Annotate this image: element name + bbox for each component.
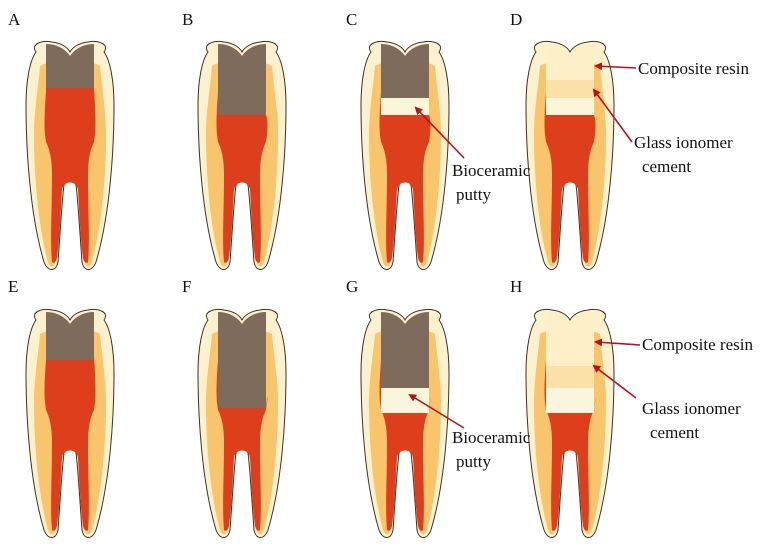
tooth-g [360, 309, 450, 538]
glass-ionomer-layer [546, 366, 594, 388]
arrow-glass-ionomer-bottom [592, 364, 637, 399]
annotations-bottom: Composite resin Glass ionomer cement Bio… [408, 335, 753, 471]
arrow-glass-ionomer-top [592, 88, 633, 143]
pulp-shape [44, 356, 96, 531]
caries-fill [381, 312, 429, 388]
composite-resin-layer [546, 312, 594, 366]
pulp-shape [379, 92, 431, 263]
panel-label-h: H [510, 277, 522, 296]
arrow-composite-resin-top [594, 62, 637, 71]
tooth-c [360, 41, 450, 270]
label-glass-ionomer-bottom-1: Glass ionomer [642, 399, 741, 418]
tooth-a [25, 41, 115, 270]
caries-fill [46, 44, 94, 88]
caries-fill [218, 44, 266, 115]
panel-label-a: A [8, 10, 21, 29]
panel-label-f: F [182, 277, 191, 296]
arrow-bioceramic-bottom [408, 393, 465, 429]
panel-label-b: B [182, 10, 193, 29]
panel-label-e: E [8, 277, 18, 296]
panel-label-g: G [346, 277, 358, 296]
label-glass-ionomer-top-2: cement [642, 157, 691, 176]
panel-label-d: D [510, 10, 522, 29]
pulp-shape [216, 92, 268, 263]
pulp-shape [379, 360, 431, 531]
tooth-b [197, 41, 287, 270]
pulp-shape [544, 360, 596, 531]
caries-fill [46, 312, 94, 360]
label-bioceramic-bottom-1: Bioceramic [452, 428, 531, 447]
tooth-h [525, 309, 615, 538]
arrow-composite-resin-bottom [594, 338, 641, 347]
pulp-shape [216, 360, 268, 531]
tooth-f [197, 309, 287, 538]
bioceramic-layer [381, 98, 429, 115]
label-composite-resin-bottom: Composite resin [642, 335, 753, 354]
bioceramic-layer [381, 388, 429, 413]
caries-fill [218, 312, 266, 408]
bioceramic-layer [546, 98, 594, 115]
tooth-e [25, 309, 115, 538]
teeth-group [25, 41, 615, 538]
pulp-shape [544, 92, 596, 263]
label-composite-resin-top: Composite resin [638, 59, 749, 78]
label-glass-ionomer-top-1: Glass ionomer [634, 133, 733, 152]
composite-resin-layer [546, 44, 594, 80]
annotations-top: Composite resin Glass ionomer cement Bio… [414, 59, 749, 204]
bioceramic-layer [546, 388, 594, 413]
label-bioceramic-top-2: putty [456, 185, 491, 204]
label-bioceramic-bottom-2: putty [456, 452, 491, 471]
arrow-bioceramic-top [414, 106, 465, 159]
label-glass-ionomer-bottom-2: cement [650, 423, 699, 442]
pulp-shape [44, 88, 96, 263]
tooth-d [525, 41, 615, 270]
glass-ionomer-layer [546, 80, 594, 98]
caries-fill [381, 44, 429, 98]
label-bioceramic-top-1: Bioceramic [452, 161, 531, 180]
panel-label-c: C [346, 10, 357, 29]
